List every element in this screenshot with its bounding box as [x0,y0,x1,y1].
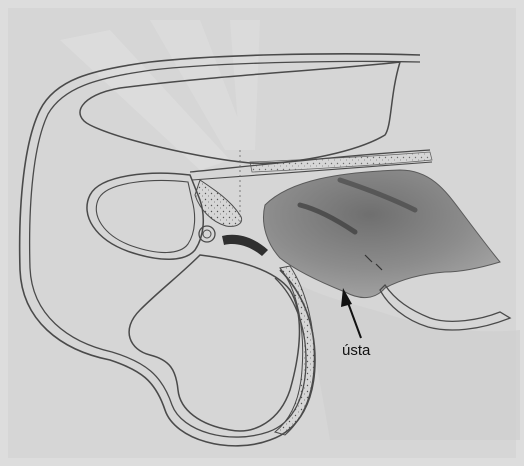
mouth-label: ústa [342,343,370,358]
